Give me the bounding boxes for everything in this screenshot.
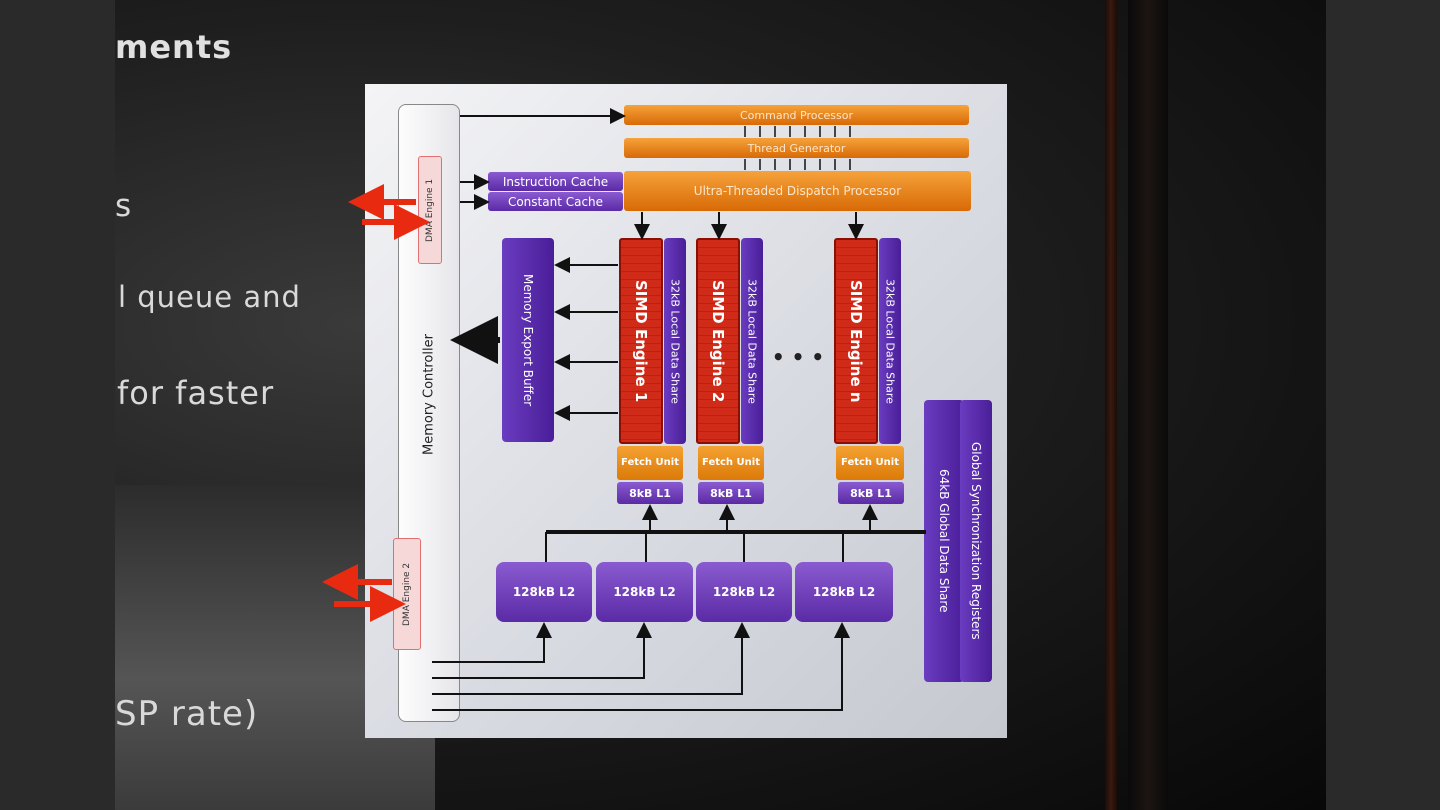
command-processor: Command Processor [624,105,969,125]
l1-cache-n: 8kB L1 [838,482,904,504]
simd-engine-1: SIMD Engine 1 [619,238,663,444]
bullet-line-2: l queue and [118,280,301,314]
instruction-cache: Instruction Cache [488,172,623,191]
l2-cache-4: 128kB L2 [795,562,893,622]
local-data-share-1: 32kB Local Data Share [664,238,686,444]
slide-heading-fragment: ments [115,28,233,66]
local-data-share-n: 32kB Local Data Share [879,238,901,444]
simd-engine-2: SIMD Engine 2 [696,238,740,444]
l1-cache-1: 8kB L1 [617,482,683,504]
letterbox-left [0,0,115,810]
bullet-line-1: s [115,188,133,224]
fetch-unit-n: Fetch Unit [836,446,904,480]
fetch-unit-1: Fetch Unit [617,446,683,480]
local-data-share-2: 32kB Local Data Share [741,238,763,444]
bullet-line-3: for faster [117,374,275,412]
l1-cache-2: 8kB L1 [698,482,764,504]
global-data-share: 64kB Global Data Share [924,400,964,682]
memory-export-buffer: Memory Export Buffer [502,238,554,442]
stage-truss [1128,0,1168,810]
bullet-line-4: SP rate) [115,694,259,734]
letterbox-right [1326,0,1440,810]
thread-generator: Thread Generator [624,138,969,158]
l2-cache-2: 128kB L2 [596,562,693,622]
l2-cache-3: 128kB L2 [696,562,792,622]
dispatch-processor: Ultra-Threaded Dispatch Processor [624,171,971,211]
constant-cache: Constant Cache [488,192,623,211]
simd-engine-n: SIMD Engine n [834,238,878,444]
fetch-unit-2: Fetch Unit [698,446,764,480]
stage-pole [1105,0,1117,810]
l2-cache-1: 128kB L2 [496,562,592,622]
ellipsis: • • • [771,345,825,369]
global-sync-registers: Global Synchronization Registers [960,400,992,682]
